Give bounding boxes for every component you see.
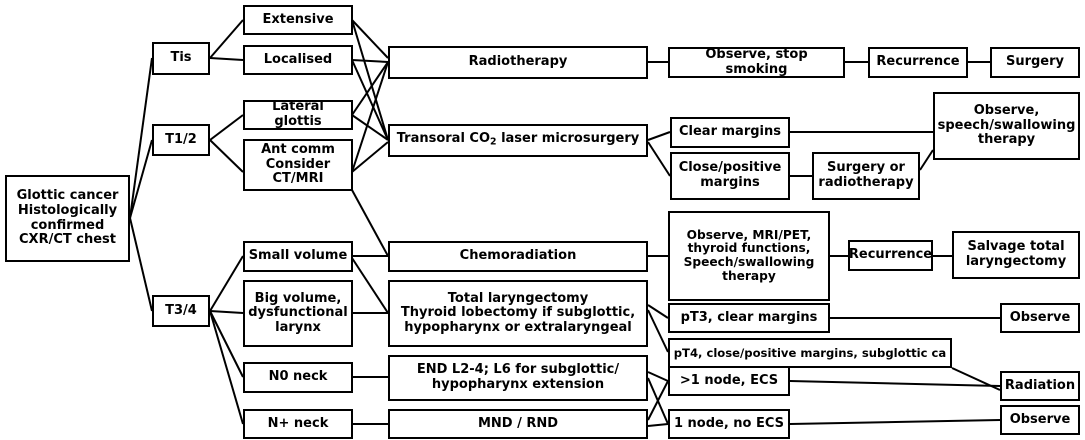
edge-total-pt4 <box>647 309 669 353</box>
edge-laser-clear <box>647 131 671 141</box>
node-n0-neck[interactable]: N0 neck <box>243 362 353 393</box>
node-observe-pt3[interactable]: Observe <box>1000 303 1080 333</box>
node-extensive[interactable]: Extensive <box>243 5 353 35</box>
edge-t34-n0 <box>209 310 244 378</box>
node-observe-mri-pet[interactable]: Observe, MRI/PET, thyroid functions, Spe… <box>668 211 830 301</box>
edge-extensive-radiotherapy <box>351 19 389 59</box>
edge-1node-observe <box>789 419 1001 425</box>
node-1-node-no-ecs[interactable]: 1 node, no ECS <box>668 409 790 439</box>
edge-t12-lateral <box>209 114 244 141</box>
edge-antcomm-laser <box>351 141 389 173</box>
edge-t34-nplus <box>209 310 244 425</box>
node-end-nodes[interactable]: END L2-4; L6 for subglottic/ hypopharynx… <box>388 355 648 401</box>
node-nplus-neck[interactable]: N+ neck <box>243 409 353 439</box>
node-clear-margins[interactable]: Clear margins <box>670 117 790 148</box>
node-salvage-total-laryngectomy[interactable]: Salvage total laryngectomy <box>952 231 1080 279</box>
edge-end-gt1node <box>647 371 669 382</box>
node-localised[interactable]: Localised <box>243 45 353 75</box>
node-observe-stop-smoking[interactable]: Observe, stop smoking <box>668 47 845 78</box>
edge-t12-antcomm <box>209 139 244 173</box>
edge-lateral-laser <box>351 114 389 141</box>
node-pt4-close-positive[interactable]: pT4, close/positive margins, subglottic … <box>668 338 952 368</box>
node-close-positive-margins[interactable]: Close/positive margins <box>670 152 790 200</box>
node-radiation[interactable]: Radiation <box>1000 371 1080 401</box>
node-observe-speech-swallowing[interactable]: Observe, speech/swallowing therapy <box>933 92 1080 160</box>
node-radiotherapy[interactable]: Radiotherapy <box>388 46 648 79</box>
node-transoral-laser[interactable]: Transoral CO2 laser microsurgery <box>388 124 648 157</box>
edge-mnd-gt1node <box>647 380 669 421</box>
node-mnd-rnd[interactable]: MND / RND <box>388 409 648 439</box>
node-t12[interactable]: T1/2 <box>152 124 210 156</box>
node-surgery-or-radiotherapy[interactable]: Surgery or radiotherapy <box>812 152 920 200</box>
node-small-volume[interactable]: Small volume <box>243 241 353 272</box>
edge-antcomm-radiotherapy <box>351 61 389 173</box>
edge-lateral-radiotherapy <box>351 61 389 116</box>
node-root[interactable]: Glottic cancer Histologically confirmed … <box>5 175 130 262</box>
edge-extensive-laser <box>351 19 389 141</box>
edge-localised-laser <box>351 59 389 141</box>
edge-t34-small <box>209 255 244 312</box>
edge-t34-big <box>209 310 244 314</box>
edge-mnd-1node <box>647 423 669 427</box>
node-recurrence-mid[interactable]: Recurrence <box>848 240 933 271</box>
node-observe-node[interactable]: Observe <box>1000 405 1080 435</box>
edge-root-tis <box>129 57 153 219</box>
node-recurrence-top[interactable]: Recurrence <box>868 47 968 78</box>
node-chemoradiation[interactable]: Chemoradiation <box>388 241 648 272</box>
edge-antcomm-down <box>351 189 389 257</box>
edge-localised-radiotherapy <box>351 59 389 63</box>
node-ant-comm[interactable]: Ant comm Consider CT/MRI <box>243 139 353 191</box>
node-t34[interactable]: T3/4 <box>152 295 210 327</box>
node-gt1-node-ecs[interactable]: >1 node, ECS <box>668 366 790 396</box>
node-total-laryngectomy[interactable]: Total laryngectomy Thyroid lobectomy if … <box>388 280 648 347</box>
edge-root-t12 <box>129 139 153 219</box>
edge-total-pt3 <box>647 304 669 319</box>
edge-gt1node-radiation <box>789 380 1001 387</box>
edge-laser-close <box>647 141 671 177</box>
node-big-volume[interactable]: Big volume, dysfunctional larynx <box>243 280 353 347</box>
node-pt3-clear-margins[interactable]: pT3, clear margins <box>668 303 830 333</box>
edge-tis-localised <box>209 57 244 61</box>
edge-tis-extensive <box>209 19 244 59</box>
transoral-laser-label: Transoral CO2 laser microsurgery <box>396 131 640 149</box>
node-surgery[interactable]: Surgery <box>990 47 1080 78</box>
edge-root-t34 <box>129 217 153 312</box>
edge-surgeryrt-observespeech <box>919 149 934 171</box>
node-tis[interactable]: Tis <box>152 42 210 75</box>
node-lateral-glottis[interactable]: Lateral glottis <box>243 100 353 130</box>
edge-small-total <box>351 257 389 314</box>
